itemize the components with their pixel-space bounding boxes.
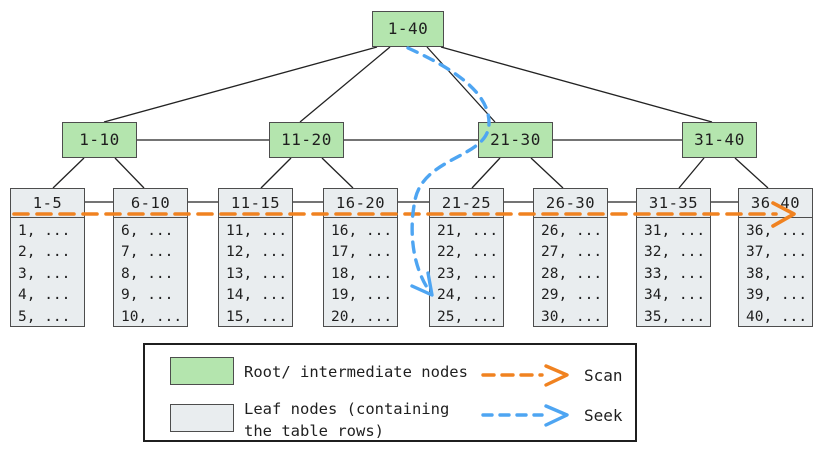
leaf-row: 16, ...	[331, 223, 393, 239]
leaf-row: 18, ...	[331, 265, 393, 282]
leaf-row: 38, ...	[746, 265, 808, 282]
leaf-row: 32, ...	[644, 244, 706, 261]
leaf-row: 3, ...	[18, 265, 71, 282]
leaf-node-26-30: 26-30 26, ... 27, ... 28, ... 29, ... 30…	[533, 188, 608, 327]
leaf-header: 1-5	[11, 189, 84, 218]
edge-11-20-right	[321, 157, 354, 189]
edge-1-10-right	[114, 157, 145, 189]
leaf-row: 12, ...	[226, 244, 288, 261]
leaf-row: 19, ...	[331, 287, 393, 304]
legend-seek-label: Seek	[584, 406, 623, 425]
leaf-header: 6-10	[114, 189, 187, 218]
edge-11-20-left	[260, 157, 292, 189]
leaf-row: 33, ...	[644, 265, 706, 282]
root-node: 1-40	[372, 11, 444, 47]
legend: Root/ intermediate nodes Leaf nodes (con…	[143, 343, 637, 442]
tree-edges	[52, 46, 769, 203]
leaf-body: 11, ... 12, ... 13, ... 14, ... 15, ...	[219, 218, 292, 328]
leaf-row: 13, ...	[226, 265, 288, 282]
leaf-row: 15, ...	[226, 308, 288, 325]
legend-green-swatch	[170, 357, 234, 385]
leaf-body: 26, ... 27, ... 28, ... 29, ... 30, ...	[534, 218, 607, 328]
leaf-row: 36, ...	[746, 223, 808, 239]
edge-root-11-20	[299, 46, 391, 123]
leaf-row: 21, ...	[437, 223, 499, 239]
leaf-row: 23, ...	[437, 265, 499, 282]
leaf-header: 26-30	[534, 189, 607, 218]
leaf-body: 31, ... 32, ... 33, ... 34, ... 35, ...	[637, 218, 710, 328]
edge-21-30-left	[471, 157, 501, 189]
leaf-row: 8, ...	[121, 265, 174, 282]
leaf-node-11-15: 11-15 11, ... 12, ... 13, ... 14, ... 15…	[218, 188, 293, 327]
leaf-row: 9, ...	[121, 287, 174, 304]
leaf-row: 14, ...	[226, 287, 288, 304]
leaf-row: 31, ...	[644, 223, 706, 239]
leaf-row: 11, ...	[226, 223, 288, 239]
leaf-header: 31-35	[637, 189, 710, 218]
intermediate-node-21-30: 21-30	[478, 122, 553, 158]
leaf-row: 29, ...	[541, 287, 603, 304]
leaf-node-1-5: 1-5 1, ... 2, ... 3, ... 4, ... 5, ...	[10, 188, 85, 327]
legend-scan-label: Scan	[584, 366, 623, 385]
leaf-body: 6, ... 7, ... 8, ... 9, ... 10, ...	[114, 218, 187, 328]
intermediate-node-1-10: 1-10	[62, 122, 137, 158]
leaf-row: 1, ...	[18, 223, 71, 239]
edge-31-40-right	[734, 157, 769, 189]
leaf-header: 11-15	[219, 189, 292, 218]
leaf-node-6-10: 6-10 6, ... 7, ... 8, ... 9, ... 10, ...	[113, 188, 188, 327]
leaf-node-31-35: 31-35 31, ... 32, ... 33, ... 34, ... 35…	[636, 188, 711, 327]
legend-gray-swatch	[170, 404, 234, 432]
leaf-row: 25, ...	[437, 308, 499, 325]
intermediate-node-11-20: 11-20	[269, 122, 344, 158]
leaf-row: 10, ...	[121, 308, 183, 325]
leaf-row: 28, ...	[541, 265, 603, 282]
leaf-row: 2, ...	[18, 244, 71, 261]
legend-leaf-label-line2: the table rows)	[244, 422, 384, 440]
leaf-header: 16-20	[324, 189, 397, 218]
leaf-row: 22, ...	[437, 244, 499, 261]
leaf-body: 36, ... 37, ... 38, ... 39, ... 40, ...	[739, 218, 812, 328]
leaf-node-21-25: 21-25 21, ... 22, ... 23, ... 24, ... 25…	[429, 188, 504, 327]
leaf-row: 4, ...	[18, 287, 71, 304]
edge-root-21-30	[426, 46, 496, 123]
edge-1-10-left	[52, 157, 85, 189]
leaf-body: 16, ... 17, ... 18, ... 19, ... 20, ...	[324, 218, 397, 328]
leaf-row: 35, ...	[644, 308, 706, 325]
leaf-header: 36-40	[739, 189, 812, 218]
leaf-row: 6, ...	[121, 223, 174, 239]
leaf-body: 1, ... 2, ... 3, ... 4, ... 5, ...	[11, 218, 84, 328]
leaf-row: 37, ...	[746, 244, 808, 261]
legend-root-label: Root/ intermediate nodes	[244, 363, 468, 381]
edge-root-1-10	[103, 46, 378, 123]
leaf-row: 27, ...	[541, 244, 603, 261]
leaf-row: 34, ...	[644, 287, 706, 304]
leaf-row: 30, ...	[541, 308, 603, 325]
edge-root-31-40	[440, 46, 713, 123]
leaf-node-16-20: 16-20 16, ... 17, ... 18, ... 19, ... 20…	[323, 188, 398, 327]
leaf-row: 24, ...	[437, 287, 499, 304]
edge-21-30-right	[530, 157, 564, 189]
legend-leaf-label-line1: Leaf nodes (containing	[244, 400, 450, 418]
leaf-header: 21-25	[430, 189, 503, 218]
legend-leaf-label: Leaf nodes (containing the table rows)	[244, 398, 449, 442]
leaf-row: 20, ...	[331, 308, 393, 325]
leaf-body: 21, ... 22, ... 23, ... 24, ... 25, ...	[430, 218, 503, 328]
intermediate-node-31-40: 31-40	[682, 122, 757, 158]
leaf-row: 17, ...	[331, 244, 393, 261]
edge-31-40-left	[678, 157, 705, 189]
leaf-row: 5, ...	[18, 308, 71, 325]
leaf-row: 26, ...	[541, 223, 603, 239]
legend-seek-arrow-icon	[481, 404, 569, 427]
legend-scan-arrow-icon	[481, 364, 569, 387]
leaf-row: 39, ...	[746, 287, 808, 304]
leaf-node-36-40: 36-40 36, ... 37, ... 38, ... 39, ... 40…	[738, 188, 813, 327]
leaf-row: 40, ...	[746, 308, 808, 325]
leaf-row: 7, ...	[121, 244, 174, 261]
